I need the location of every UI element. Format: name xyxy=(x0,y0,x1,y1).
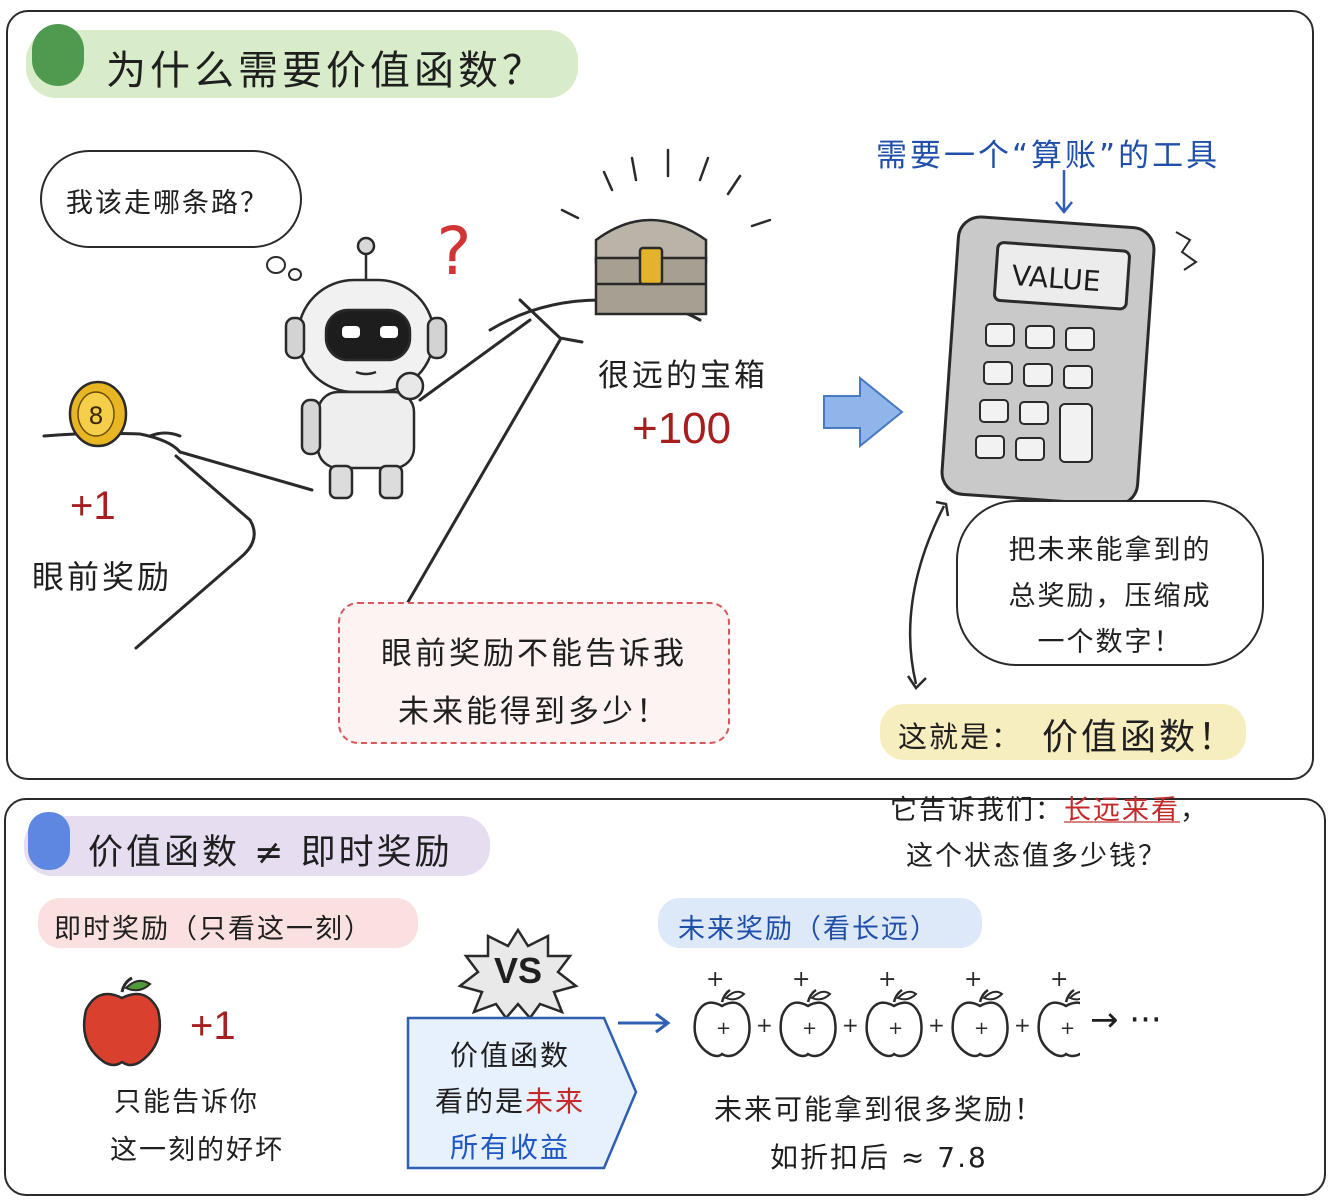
speech-line1: 把未来能拿到的 xyxy=(1008,535,1212,566)
conclusion-line1-suffix: ， xyxy=(1180,795,1209,826)
conclusion-highlight xyxy=(880,704,1246,760)
conclusion-line1-prefix: 它告诉我们： xyxy=(890,795,1064,826)
calculator-icon xyxy=(940,215,1198,507)
plus-sign: + xyxy=(842,1013,859,1037)
svg-text:+: + xyxy=(802,1018,817,1039)
treasure-value: +100 xyxy=(632,404,732,453)
plus-sign: + xyxy=(756,1013,773,1037)
future-desc2: 如折扣后 ≈ 7.8 xyxy=(770,1141,988,1174)
near-reward-label: 眼前奖励 xyxy=(32,558,173,596)
immediate-header: 即时奖励（只看这一刻） xyxy=(54,914,373,945)
svg-text:+: + xyxy=(888,1018,903,1039)
vs-line2: 看的是未来 xyxy=(408,1080,612,1120)
vs-burst-icon xyxy=(457,927,579,1020)
svg-text:+: + xyxy=(878,967,896,992)
immediate-desc2: 这一刻的好坏 xyxy=(110,1135,284,1166)
vs-box-shape xyxy=(406,1016,638,1170)
subtitle: 价值函数 ≠ 即时奖励 xyxy=(88,833,453,873)
speech-line3: 一个数字！ xyxy=(1037,627,1183,658)
vs-line3: 所有收益 xyxy=(449,1131,570,1164)
vs-badge: VS xyxy=(493,950,543,991)
plus-sign: + xyxy=(1014,1013,1031,1037)
vs-line1: 价值函数 xyxy=(449,1039,570,1072)
svg-text:8: 8 xyxy=(88,402,103,430)
subtitle-bullet-icon xyxy=(28,812,70,870)
thought-bubble xyxy=(40,150,302,248)
future-header-band xyxy=(658,898,982,948)
illustration-canvas: 8 ? xyxy=(42,148,1198,690)
apple-icon: ++ xyxy=(779,967,837,1058)
curved-arrow-icon xyxy=(906,500,950,690)
down-arrow-icon xyxy=(1055,170,1073,215)
conclusion-line2: 这个状态值多少钱？ xyxy=(906,841,1167,872)
immediate-desc1: 只能告诉你 xyxy=(114,1087,259,1118)
svg-text:+: + xyxy=(974,1018,989,1039)
speech-bubble xyxy=(956,500,1264,666)
conclusion-name: 价值函数！ xyxy=(1042,717,1238,758)
vs-line2-prefix: 看的是 xyxy=(434,1085,525,1118)
conclusion-prefix: 这就是： xyxy=(898,720,1023,754)
immediate-value: +1 xyxy=(190,1004,236,1048)
apple-icon: ++ xyxy=(693,967,751,1058)
right-arrow-icon xyxy=(823,375,904,449)
thought-dot-icon xyxy=(266,256,286,274)
plus-sign: + xyxy=(928,1013,945,1037)
right-arrow-icon xyxy=(618,1012,671,1034)
svg-text:+: + xyxy=(716,1018,731,1039)
conclusion-line1-highlight: 长远来看 xyxy=(1064,795,1180,826)
robot-icon xyxy=(284,236,448,500)
future-ellipsis: → ··· xyxy=(1090,1000,1162,1040)
svg-text:+: + xyxy=(964,967,982,992)
speech-line2: 总奖励，压缩成 xyxy=(1008,581,1212,612)
title-highlight xyxy=(26,30,578,98)
thought-dot-icon xyxy=(288,268,302,281)
apple-icon: ++ xyxy=(1037,967,1080,1058)
future-apples: ++++++++++++++ xyxy=(693,967,1080,1058)
near-reward-value: +1 xyxy=(70,484,116,528)
apple-icon xyxy=(82,976,162,1067)
dashed-note-line1: 眼前奖励不能告诉我 xyxy=(381,636,687,672)
immediate-header-band xyxy=(38,898,418,948)
page-title: 为什么需要价值函数？ xyxy=(106,48,546,94)
coin-icon: 8 xyxy=(68,380,128,448)
question-mark-icon: ? xyxy=(436,213,471,290)
calculator-screen: VALUE xyxy=(1011,259,1102,298)
svg-text:+: + xyxy=(706,967,724,992)
dashed-note-box xyxy=(338,602,730,744)
vs-line2-highlight: 未来 xyxy=(525,1085,586,1118)
treasure-label: 很远的宝箱 xyxy=(598,358,768,394)
future-desc1: 未来可能拿到很多奖励！ xyxy=(714,1093,1045,1126)
svg-text:+: + xyxy=(1060,1018,1075,1039)
subtitle-highlight xyxy=(24,816,490,876)
thought-text: 我该走哪条路？ xyxy=(66,188,269,219)
title-bullet-icon xyxy=(32,24,84,86)
apple-icon: ++ xyxy=(865,967,923,1058)
conclusion-line1: 它告诉我们：长远来看， xyxy=(890,788,1209,827)
svg-text:+: + xyxy=(792,967,810,992)
calculator-caption: 需要一个“算账”的工具 xyxy=(876,138,1221,174)
treasure-chest-icon xyxy=(560,148,772,316)
future-header: 未来奖励（看长远） xyxy=(678,914,939,945)
dashed-note-line2: 未来能得到多少！ xyxy=(398,694,670,730)
apple-icon: ++ xyxy=(951,967,1009,1058)
svg-text:+: + xyxy=(1050,967,1068,992)
